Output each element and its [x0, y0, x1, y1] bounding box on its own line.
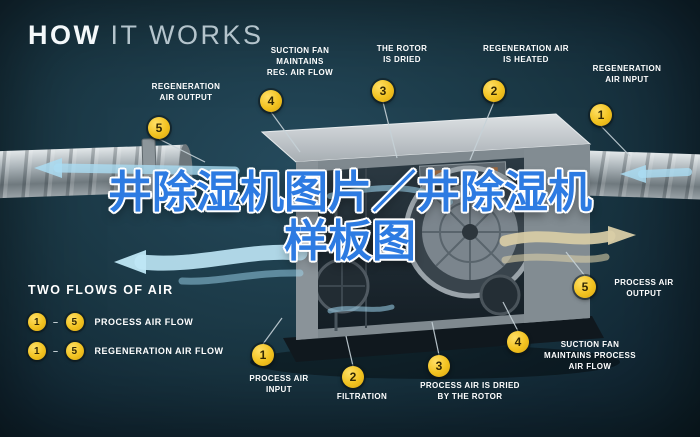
callout-process-air-output: PROCESS AIR OUTPUT — [614, 278, 674, 298]
badge-regeneration-4: 4 — [260, 90, 282, 112]
legend-badge-from: 1 — [28, 313, 46, 331]
badge-regeneration-2: 2 — [483, 80, 505, 102]
callout-rotor-dried: THE ROTOR IS DRIED — [376, 44, 428, 64]
legend-badge-to: 5 — [65, 313, 84, 331]
dehumidifier-unit — [250, 113, 620, 379]
badge-process-1: 1 — [252, 344, 274, 366]
legend-dash: – — [53, 317, 59, 327]
regeneration-input-flow — [638, 168, 692, 178]
legend-label-process: PROCESS AIR FLOW — [94, 317, 194, 327]
process-output-flow — [499, 230, 616, 247]
callout-process-air-dried: PROCESS AIR IS DRIED BY THE ROTOR — [420, 381, 520, 401]
page-title: HOW IT WORKS — [28, 20, 264, 51]
legend-row-process: 1 – 5 PROCESS AIR FLOW — [28, 313, 224, 331]
legend-heading: TWO FLOWS OF AIR — [28, 283, 174, 297]
callout-suction-fan-reg: SUCTION FAN MAINTAINS REG. AIR FLOW — [266, 46, 334, 77]
legend: TWO FLOWS OF AIR 1 – 5 PROCESS AIR FLOW … — [28, 283, 224, 371]
badge-process-4: 4 — [507, 331, 529, 353]
interior-flow — [327, 185, 453, 205]
badge-process-2: 2 — [342, 366, 364, 388]
badge-process-3: 3 — [428, 355, 450, 377]
regeneration-output-flow — [53, 163, 240, 176]
badge-regeneration-1: 1 — [590, 104, 612, 126]
process-exit-swoosh — [134, 244, 308, 271]
callout-regeneration-air-input: REGENERATION AIR INPUT — [592, 64, 662, 84]
callout-process-air-input: PROCESS AIR INPUT — [249, 374, 309, 394]
callout-regeneration-air-output: REGENERATION AIR OUTPUT — [151, 82, 221, 102]
callout-regeneration-heated: REGENERATION AIR IS HEATED — [483, 44, 569, 64]
title-strong: HOW — [28, 20, 102, 50]
badge-regeneration-5: 5 — [148, 117, 170, 139]
callout-filtration: FILTRATION — [336, 392, 388, 401]
suction-fan — [314, 258, 521, 316]
badge-regeneration-3: 3 — [372, 80, 394, 102]
leader-lines — [158, 101, 631, 367]
title-light: IT WORKS — [110, 20, 264, 50]
legend-badge-from: 1 — [28, 342, 46, 360]
badge-process-5: 5 — [574, 276, 596, 298]
legend-badge-to: 5 — [65, 342, 84, 360]
legend-dash: – — [53, 346, 59, 356]
flow-arrows — [34, 158, 692, 314]
callout-suction-fan-process: SUCTION FAN MAINTAINS PROCESS AIR FLOW — [544, 340, 636, 371]
desiccant-rotor — [403, 165, 537, 299]
unit-base — [283, 316, 604, 362]
legend-row-regeneration: 1 – 5 REGENERATION AIR FLOW — [28, 342, 224, 360]
legend-label-regeneration: REGENERATION AIR FLOW — [94, 346, 224, 356]
